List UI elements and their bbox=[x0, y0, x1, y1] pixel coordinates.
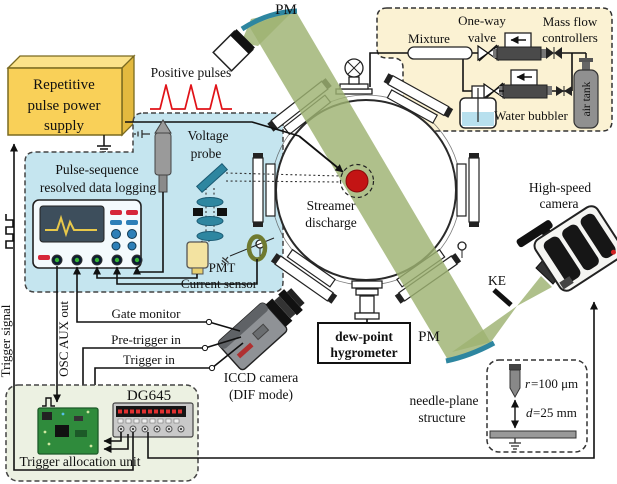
water-bubbler bbox=[459, 85, 497, 129]
hygrometer-label-1: dew-point bbox=[335, 329, 393, 344]
laser-head bbox=[212, 29, 255, 72]
pmt-label: PMT bbox=[209, 260, 236, 275]
dg645-unit bbox=[112, 402, 194, 438]
chamber-bottom-port bbox=[351, 280, 383, 323]
d-var-label: d bbox=[526, 405, 533, 420]
camera-trigger-line bbox=[147, 301, 598, 459]
gas-inlet-line bbox=[369, 52, 408, 87]
laser-beam bbox=[241, 9, 552, 360]
iccd-camera bbox=[217, 288, 305, 371]
chamber-top-valve bbox=[335, 58, 373, 95]
lens-3 bbox=[196, 231, 224, 241]
needle-plane-label-2: structure bbox=[418, 410, 465, 425]
plane-electrode bbox=[489, 430, 577, 439]
oscilloscope bbox=[32, 199, 143, 269]
supply-trigger-line bbox=[10, 143, 134, 471]
pmt-nub bbox=[191, 267, 204, 275]
trigger-pcb bbox=[37, 407, 99, 455]
pickoff-mirror bbox=[195, 162, 229, 194]
pulse-power-supply: Repetitive pulse power supply bbox=[6, 54, 136, 153]
square-wave-glyph bbox=[5, 214, 14, 249]
one-way-valve-label-2: valve bbox=[468, 30, 496, 45]
supply-label-3: supply bbox=[44, 118, 85, 134]
slit-left bbox=[193, 208, 203, 216]
chamber-port-right bbox=[456, 152, 480, 228]
right-port-nub bbox=[457, 241, 467, 251]
needle-plane-box: r =100 μm d =25 mm bbox=[486, 359, 588, 453]
r-value-label: =100 μm bbox=[531, 376, 578, 391]
streamer-label-1: Streamer bbox=[307, 198, 356, 213]
streamer-label-2: discharge bbox=[305, 215, 356, 230]
gate-monitor-label: Gate monitor bbox=[112, 306, 182, 321]
slit-right bbox=[217, 208, 227, 216]
pmt-optics bbox=[186, 162, 342, 275]
mass-flow-controller-1 bbox=[493, 32, 546, 61]
pulse-glyph-small bbox=[42, 397, 55, 407]
d-value-label: =25 mm bbox=[533, 405, 577, 420]
mixture-label: Mixture bbox=[408, 31, 450, 46]
vprobe-label-2: probe bbox=[191, 146, 222, 161]
mfc-label-2: controllers bbox=[542, 30, 598, 45]
parabolic-mirror-top bbox=[240, 8, 298, 32]
flow-valve-1 bbox=[546, 47, 562, 59]
lens-2 bbox=[196, 216, 224, 226]
logging-label-2: resolved data logging bbox=[40, 180, 156, 195]
dew-point-hygrometer: dew-point hygrometer bbox=[317, 322, 411, 364]
sensor-wire bbox=[229, 237, 275, 257]
knife-edge bbox=[492, 288, 513, 307]
parabolic-mirror-bottom bbox=[445, 340, 496, 364]
pm-bottom-label: PM bbox=[418, 329, 440, 345]
air-tank-label: air tank bbox=[581, 81, 593, 116]
water-bubbler-label: Water bubbler bbox=[494, 108, 568, 123]
mfc-label-1: Mass flow bbox=[543, 14, 598, 29]
hv-arrow bbox=[298, 135, 344, 173]
plane-ground bbox=[509, 438, 521, 450]
needle-electrode bbox=[509, 369, 521, 399]
hv-cable bbox=[125, 121, 300, 137]
hygrometer-label-2: hygrometer bbox=[330, 345, 397, 360]
logging-label-1: Pulse-sequence bbox=[55, 162, 138, 177]
r-var-label: r bbox=[525, 376, 531, 391]
voltage-probe bbox=[134, 119, 172, 193]
lens-1 bbox=[196, 197, 224, 207]
trigger-allocation-box: DG645 Trigger allocation unit bbox=[5, 384, 199, 482]
dg645-label: DG645 bbox=[127, 388, 171, 404]
vprobe-label-1: Voltage bbox=[188, 128, 229, 143]
needle-plane-label-1: needle-plane bbox=[410, 393, 479, 408]
mixture-tube bbox=[407, 46, 473, 60]
sensor-ground bbox=[221, 256, 229, 265]
signal-wires bbox=[73, 192, 258, 323]
iccd-label-1: ICCD camera bbox=[224, 370, 299, 385]
iccd-label-2: (DIF mode) bbox=[229, 387, 293, 402]
scope-waveform bbox=[45, 214, 97, 238]
osc-aux-label: OSC AUX out bbox=[56, 301, 71, 377]
trigger-signal-label: Trigger signal bbox=[0, 304, 13, 377]
probe-ground-clip bbox=[134, 130, 150, 138]
pre-trigger-label: Pre-trigger in bbox=[111, 332, 181, 347]
trigger-allocation-label: Trigger allocation unit bbox=[20, 454, 141, 469]
positive-pulses-waveform bbox=[150, 84, 232, 110]
mass-flow-controller-2 bbox=[499, 69, 556, 99]
pmt-body bbox=[186, 241, 209, 269]
trigger-in-label: Trigger in bbox=[123, 352, 175, 367]
trigger-distribution-lines bbox=[5, 143, 598, 471]
flow-valve-2 bbox=[556, 86, 572, 96]
hsc-label-1: High-speed bbox=[529, 180, 591, 195]
ground-symbol bbox=[97, 135, 111, 153]
needle-cap bbox=[509, 364, 521, 370]
hsc-label-2: camera bbox=[540, 196, 579, 211]
ke-label: KE bbox=[488, 273, 506, 288]
high-speed-camera bbox=[516, 205, 617, 292]
one-way-valve-label-1: One-way bbox=[458, 13, 506, 28]
supply-label-2: pulse power bbox=[28, 98, 101, 114]
pm-top-label: PM bbox=[275, 2, 297, 18]
scope-bnc-connectors bbox=[51, 254, 143, 266]
streamer-discharge bbox=[339, 163, 375, 199]
supply-label-1: Repetitive bbox=[33, 77, 95, 93]
air-tank bbox=[573, 53, 599, 129]
positive-pulses-label: Positive pulses bbox=[151, 65, 232, 80]
